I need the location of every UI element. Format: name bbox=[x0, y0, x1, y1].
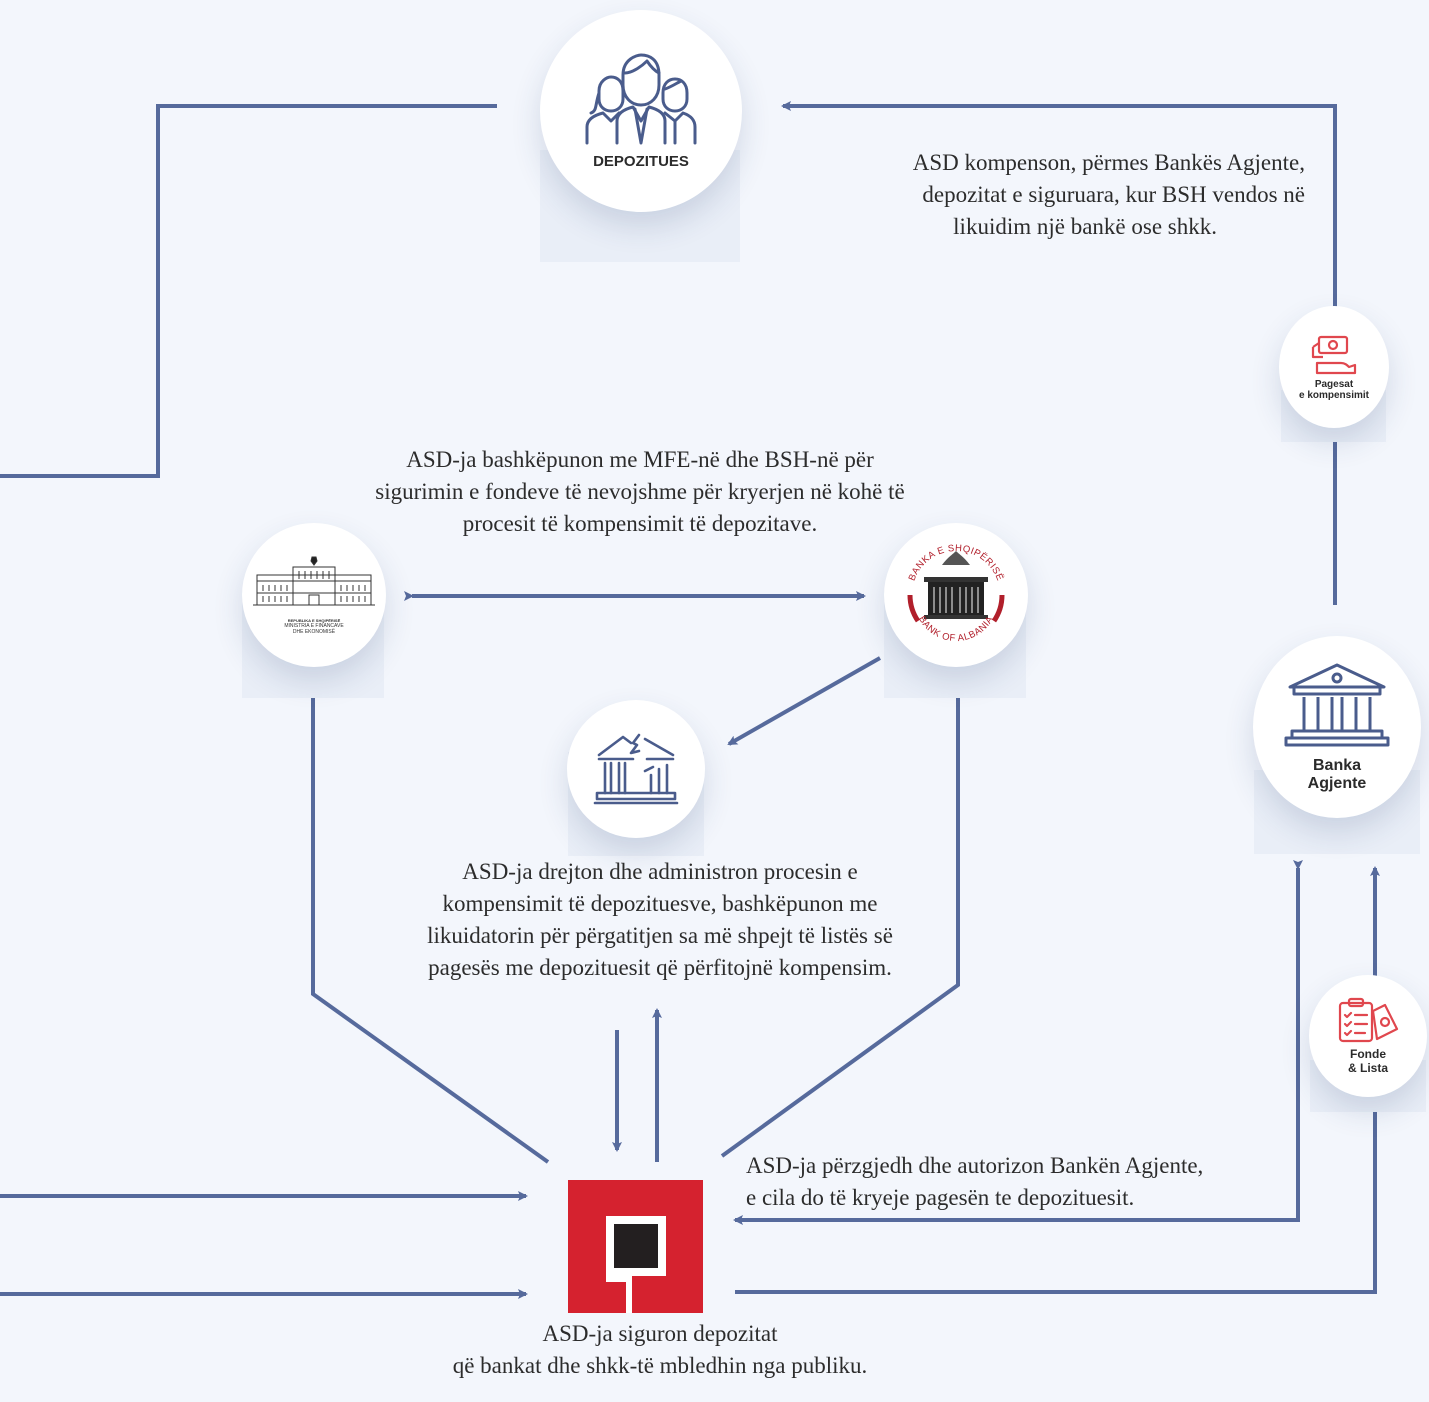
banka-agjente-node: Banka Agjente bbox=[1253, 636, 1421, 818]
line-banka-to-asd bbox=[733, 860, 1303, 1225]
broken-bank-icon bbox=[593, 733, 679, 805]
payment-hand-icon bbox=[1311, 335, 1357, 374]
bank-building-icon bbox=[1284, 663, 1390, 747]
pagesat-node: Pagesat e kompensimit bbox=[1279, 306, 1389, 428]
pagesat-label-1: Pagesat bbox=[1314, 378, 1354, 390]
pagesat-label-2: e kompensimit bbox=[1298, 390, 1370, 401]
text-authorization: ASD-ja përzgjedh dhe autorizon Bankën Ag… bbox=[746, 1153, 1204, 1210]
banka-label-1: Banka bbox=[1312, 756, 1362, 774]
asd-logo bbox=[568, 1180, 703, 1313]
banka-label-2: Agjente bbox=[1307, 775, 1367, 792]
people-icon bbox=[585, 53, 697, 145]
bsh-node: BANKA E SHQIPËRISË BANK OF ALBANIA bbox=[884, 523, 1028, 667]
line-depozitues-left bbox=[0, 104, 497, 478]
ministry-building-icon bbox=[253, 556, 375, 606]
line-mfe-to-asd bbox=[311, 698, 550, 1164]
line-bsh-to-bank bbox=[727, 656, 881, 746]
depozitues-node: DEPOZITUES bbox=[540, 10, 742, 212]
mfe-label-2: MINISTRIA E FINANCAVE bbox=[284, 623, 344, 629]
text-cooperation: ASD-ja bashkëpunon me MFE-në dhe BSH-në … bbox=[375, 447, 905, 536]
mfe-label-3: DHE EKONOMISË bbox=[292, 629, 336, 635]
text-administration: ASD-ja drejton dhe administron procesin … bbox=[427, 859, 893, 980]
mfe-node: REPUBLIKA E SHQIPËRISË MINISTRIA E FINAN… bbox=[242, 523, 386, 667]
depozitues-label: DEPOZITUES bbox=[593, 153, 689, 171]
fonde-lista-node: Fonde & Lista bbox=[1309, 975, 1427, 1097]
checklist-money-icon bbox=[1338, 997, 1399, 1042]
fonde-label-1: Fonde bbox=[1350, 1046, 1386, 1061]
bank-of-albania-logo: BANKA E SHQIPËRISË BANK OF ALBANIA bbox=[907, 543, 1005, 644]
mfe-label-1: REPUBLIKA E SHQIPËRISË bbox=[287, 618, 341, 623]
text-compensation: ASD kompenson, përmes Bankës Agjente, de… bbox=[912, 150, 1305, 239]
failing-bank-node bbox=[567, 700, 705, 838]
text-insurance: ASD-ja siguron depozitat që bankat dhe s… bbox=[452, 1321, 868, 1378]
fonde-label-2: & Lista bbox=[1347, 1060, 1388, 1075]
asd-logo-mark bbox=[606, 1216, 666, 1313]
